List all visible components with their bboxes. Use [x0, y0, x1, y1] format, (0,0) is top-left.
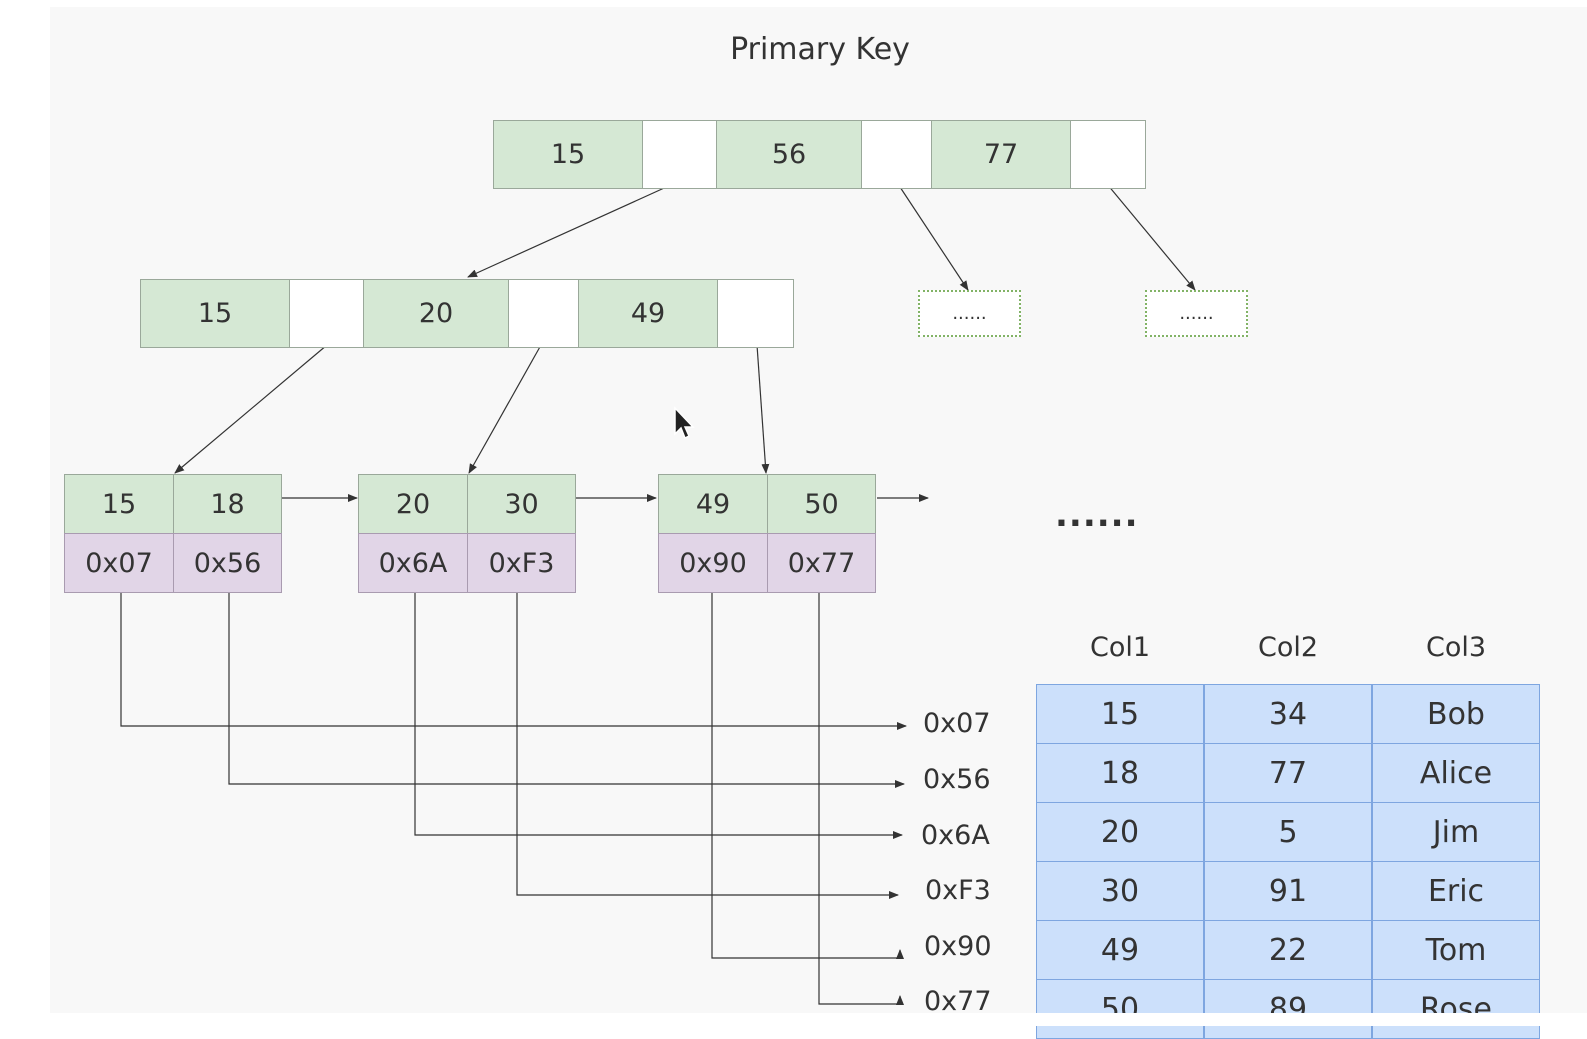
table-cell: 22	[1204, 920, 1372, 980]
leaf3-addr-2: 0x77	[767, 533, 876, 593]
root-key-1: 15	[493, 120, 643, 189]
table-cell: 15	[1036, 684, 1204, 744]
leaf2-addr-2: 0xF3	[467, 533, 576, 593]
leaf2-key-2: 30	[467, 474, 576, 534]
table-cell: Jim	[1372, 802, 1540, 862]
address-label-0x56: 0x56	[923, 764, 991, 795]
table-cell: 5	[1204, 802, 1372, 862]
placeholder-node-2: ......	[1145, 290, 1248, 337]
address-label-0x90: 0x90	[924, 931, 992, 962]
address-label-0xF3: 0xF3	[925, 875, 991, 906]
table-cell: Bob	[1372, 684, 1540, 744]
table-header-col3: Col3	[1425, 632, 1487, 663]
address-label-0x6A: 0x6A	[921, 820, 990, 851]
table-cell: Rose	[1372, 979, 1540, 1039]
address-label-0x07: 0x07	[923, 708, 991, 739]
level2-pointer-2	[508, 279, 579, 348]
level2-key-3: 49	[578, 279, 718, 348]
table-cell: Tom	[1372, 920, 1540, 980]
table-cell: 18	[1036, 743, 1204, 803]
table-cell: 50	[1036, 979, 1204, 1039]
root-key-2: 56	[716, 120, 862, 189]
more-leaves-ellipsis: ......	[1055, 495, 1139, 535]
table-cell: 30	[1036, 861, 1204, 921]
leaf2-addr-1: 0x6A	[358, 533, 468, 593]
bottom-edge	[0, 1013, 1587, 1026]
level2-pointer-3	[717, 279, 794, 348]
leaf3-key-1: 49	[658, 474, 768, 534]
leaf3-key-2: 50	[767, 474, 876, 534]
root-pointer-3	[1070, 120, 1146, 189]
table-cell: 34	[1204, 684, 1372, 744]
diagram-title: Primary Key	[730, 32, 910, 67]
level2-pointer-1	[289, 279, 364, 348]
leaf1-addr-1: 0x07	[64, 533, 174, 593]
level2-key-1: 15	[140, 279, 290, 348]
table-cell: 89	[1204, 979, 1372, 1039]
table-header-col2: Col2	[1257, 632, 1319, 663]
root-key-3: 77	[931, 120, 1071, 189]
placeholder-node-1: ......	[918, 290, 1021, 337]
level2-key-2: 20	[363, 279, 509, 348]
address-label-0x77: 0x77	[924, 986, 992, 1017]
table-cell: 49	[1036, 920, 1204, 980]
root-pointer-2	[861, 120, 932, 189]
leaf3-addr-1: 0x90	[658, 533, 768, 593]
table-cell: 20	[1036, 802, 1204, 862]
table-cell: Eric	[1372, 861, 1540, 921]
table-header-col1: Col1	[1089, 632, 1151, 663]
leaf1-key-2: 18	[173, 474, 282, 534]
mouse-cursor-icon	[674, 406, 695, 440]
leaf2-key-1: 20	[358, 474, 468, 534]
root-pointer-1	[642, 120, 717, 189]
leaf1-addr-2: 0x56	[173, 533, 282, 593]
table-cell: Alice	[1372, 743, 1540, 803]
table-cell: 77	[1204, 743, 1372, 803]
table-cell: 91	[1204, 861, 1372, 921]
leaf1-key-1: 15	[64, 474, 174, 534]
